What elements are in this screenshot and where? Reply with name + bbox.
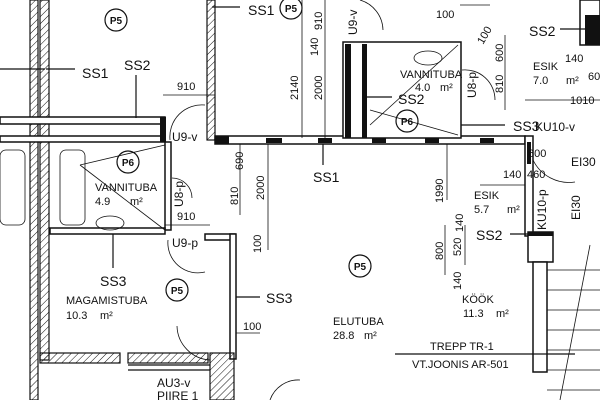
- room-labels: VANNITUBA 4.0 m² VANNITUBA 4.9 m² ESIK 7…: [66, 61, 579, 342]
- door-label: U8-p: [172, 181, 186, 207]
- dimension: 810: [229, 187, 241, 205]
- room-name: MAGAMISTUBA: [66, 295, 148, 307]
- dimension: 2000: [255, 176, 267, 200]
- room-name: VANNITUBA: [400, 69, 463, 81]
- position-tag: P5: [104, 8, 128, 32]
- room-name: VANNITUBA: [95, 182, 158, 194]
- door-label: U9-v: [172, 130, 197, 144]
- door-label: U9-p: [172, 236, 198, 250]
- dimension: 1010: [570, 95, 594, 107]
- wall-tag: SS2: [398, 91, 425, 107]
- door-note: PIIRE 1: [157, 389, 199, 400]
- dimension: 100: [252, 235, 264, 253]
- dimension: 460: [527, 169, 545, 181]
- room-name: ESIK: [533, 61, 559, 73]
- room-name: KÖÖK: [462, 294, 494, 306]
- stair: [547, 244, 600, 400]
- room-area: 4.9: [95, 196, 110, 208]
- dimension: 140: [309, 38, 321, 56]
- room-area: 11.3: [463, 308, 484, 320]
- door-label: U9-v: [346, 10, 360, 35]
- position-tag: P5: [348, 254, 372, 278]
- position-tag-label: P5: [354, 262, 367, 273]
- dimension: 1990: [434, 179, 446, 203]
- door-label: AU3-v: [157, 376, 190, 390]
- room-area: 7.0: [533, 75, 548, 87]
- wall-tags: SS1 SS2 SS1 SS2 SS2 SS3 SS1 SS2 SS3 SS3: [0, 2, 586, 306]
- dimension: 690: [234, 152, 246, 170]
- room-area-unit: m²: [507, 204, 520, 216]
- door-label: KU10-p: [535, 189, 549, 230]
- dimension-lines: [163, 0, 600, 334]
- wall-tag: SS1: [82, 65, 109, 81]
- dimension: 140: [452, 272, 464, 290]
- dimension: 600: [528, 148, 546, 160]
- dimension: 140: [503, 169, 521, 181]
- wall-tag: SS3: [100, 273, 127, 289]
- room-area-unit: m²: [130, 196, 143, 208]
- door-label: U8-p: [465, 72, 479, 98]
- dimension: 600: [588, 71, 600, 83]
- room-area-unit: m²: [364, 330, 377, 342]
- dimension: 140: [565, 53, 583, 65]
- stair-drawing-ref: VT.JOONIS AR-501: [412, 359, 509, 371]
- dimension: 100: [436, 9, 454, 21]
- door-labels: U9-v U9-v U8-p U8-p U9-p KU10-v KU10-p E…: [157, 10, 596, 400]
- wall-tag: SS1: [313, 169, 340, 185]
- dimension: 520: [452, 238, 464, 256]
- dimension: 140: [454, 214, 466, 232]
- dimension: 910: [177, 81, 195, 93]
- wall-tag: SS3: [513, 118, 540, 134]
- room-area: 28.8: [333, 330, 354, 342]
- position-tag: P5: [165, 278, 189, 302]
- door-label: EI30: [571, 155, 596, 169]
- position-tag-label: P5: [171, 286, 184, 297]
- wall-tag: SS3: [266, 290, 293, 306]
- position-tag-label: P6: [122, 158, 135, 169]
- dimension: 910: [313, 12, 325, 30]
- dimension: 810: [494, 75, 506, 93]
- dimension: 2000: [313, 76, 325, 100]
- room-area-unit: m²: [496, 308, 509, 320]
- room-area-unit: m²: [100, 310, 113, 322]
- dimension: 2140: [289, 76, 301, 100]
- dimension: 100: [243, 321, 261, 333]
- stair-label: TREPP TR-1: [430, 341, 494, 353]
- room-area-unit: m²: [440, 82, 453, 94]
- position-tag-label: P6: [401, 117, 414, 128]
- room-name: ESIK: [474, 190, 500, 202]
- position-tag: P6: [116, 150, 140, 174]
- stair-reference: TREPP TR-1 VT.JOONIS AR-501: [395, 341, 575, 371]
- dimension: 100: [475, 25, 495, 47]
- position-tag: P5: [279, 0, 303, 20]
- room-area: 4.0: [415, 82, 430, 94]
- wall-tag: SS2: [529, 23, 556, 39]
- dimension-labels: 910 910 140 2140 2000 100 100 600 810 14…: [177, 9, 600, 333]
- wall-tag: SS2: [124, 57, 151, 73]
- wall-tag: SS1: [248, 2, 275, 18]
- room-area: 5.7: [474, 204, 489, 216]
- position-tag-label: P5: [110, 16, 123, 27]
- dimension: 600: [494, 44, 506, 62]
- door-label: EI30: [569, 195, 583, 220]
- dimension: 910: [177, 211, 195, 223]
- dimension: 800: [434, 242, 446, 260]
- position-tag: P6: [395, 109, 419, 133]
- room-area-unit: m²: [566, 75, 579, 87]
- room-name: ELUTUBA: [333, 316, 384, 328]
- wall-tag: SS2: [476, 227, 503, 243]
- room-area: 10.3: [66, 310, 87, 322]
- position-tag-label: P5: [285, 4, 298, 15]
- door-label: KU10-v: [535, 120, 575, 134]
